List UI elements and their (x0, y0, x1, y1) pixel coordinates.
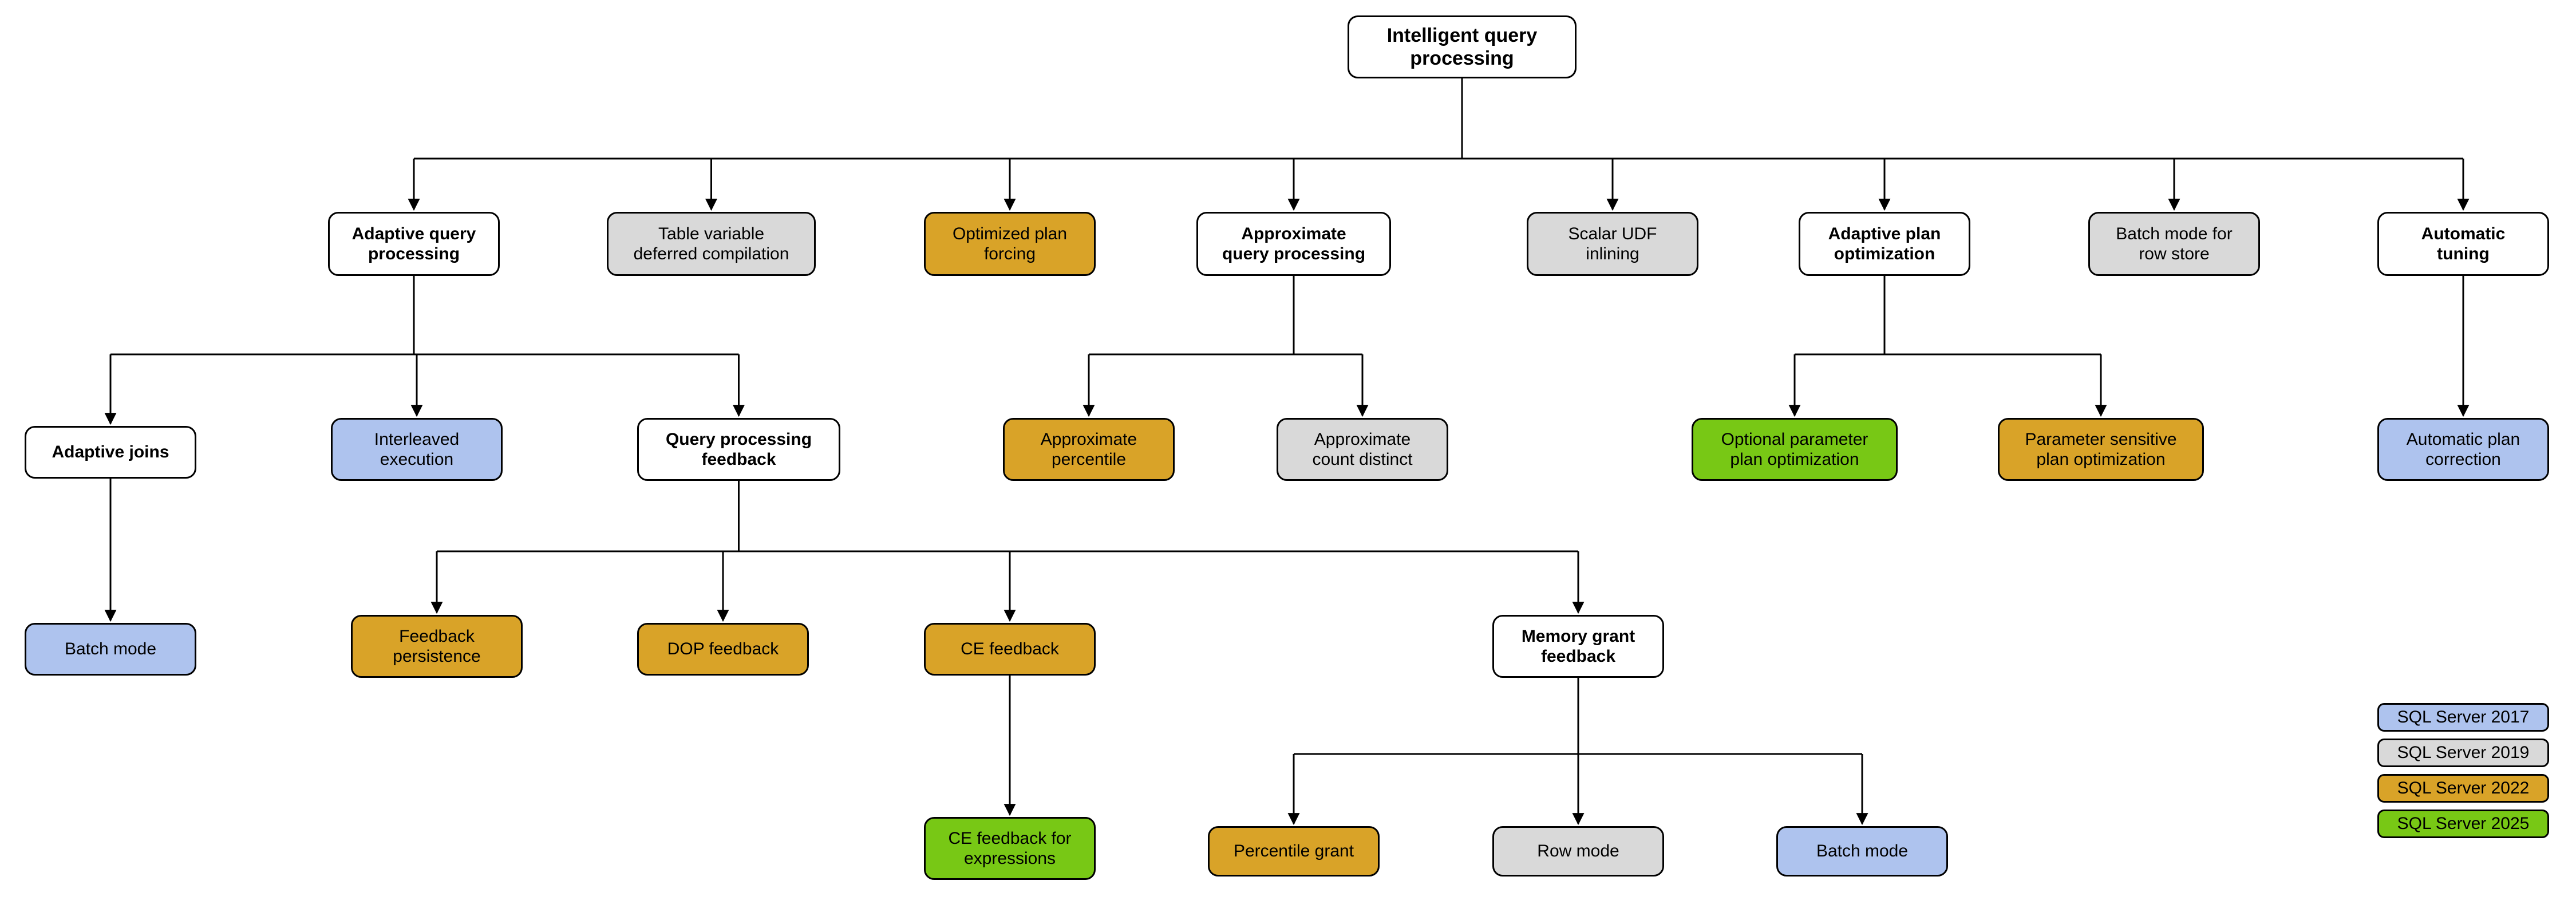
legend-item-label: SQL Server 2017 (2397, 708, 2530, 727)
legend-item-label: SQL Server 2025 (2397, 814, 2530, 833)
node-pctgrant[interactable]: Percentile grant (1208, 826, 1380, 876)
node-label: CE feedback (961, 639, 1059, 659)
node-batchmode2[interactable]: Batch mode (1776, 826, 1948, 876)
node-rowmode[interactable]: Row mode (1492, 826, 1664, 876)
legend-item-sql-server-2019: SQL Server 2019 (2377, 739, 2549, 767)
node-label: Batch mode (1816, 842, 1909, 861)
node-label: Adaptive joins (52, 443, 169, 462)
legend-item-sql-server-2022: SQL Server 2022 (2377, 774, 2549, 803)
legend-item-label: SQL Server 2022 (2397, 779, 2530, 797)
node-cefb[interactable]: CE feedback (924, 623, 1096, 676)
node-adaptivejoins[interactable]: Adaptive joins (25, 426, 196, 479)
legend-item-sql-server-2025: SQL Server 2025 (2377, 810, 2549, 838)
node-label: DOP feedback (667, 639, 779, 659)
node-label: Batch mode (64, 639, 157, 659)
node-label: Row mode (1537, 842, 1619, 861)
node-label: Percentile grant (1233, 842, 1354, 861)
node-batchmode1[interactable]: Batch mode (25, 623, 196, 676)
node-dopfb[interactable]: DOP feedback (637, 623, 809, 676)
legend-item-label: SQL Server 2019 (2397, 743, 2530, 762)
legend-item-sql-server-2017: SQL Server 2017 (2377, 703, 2549, 732)
